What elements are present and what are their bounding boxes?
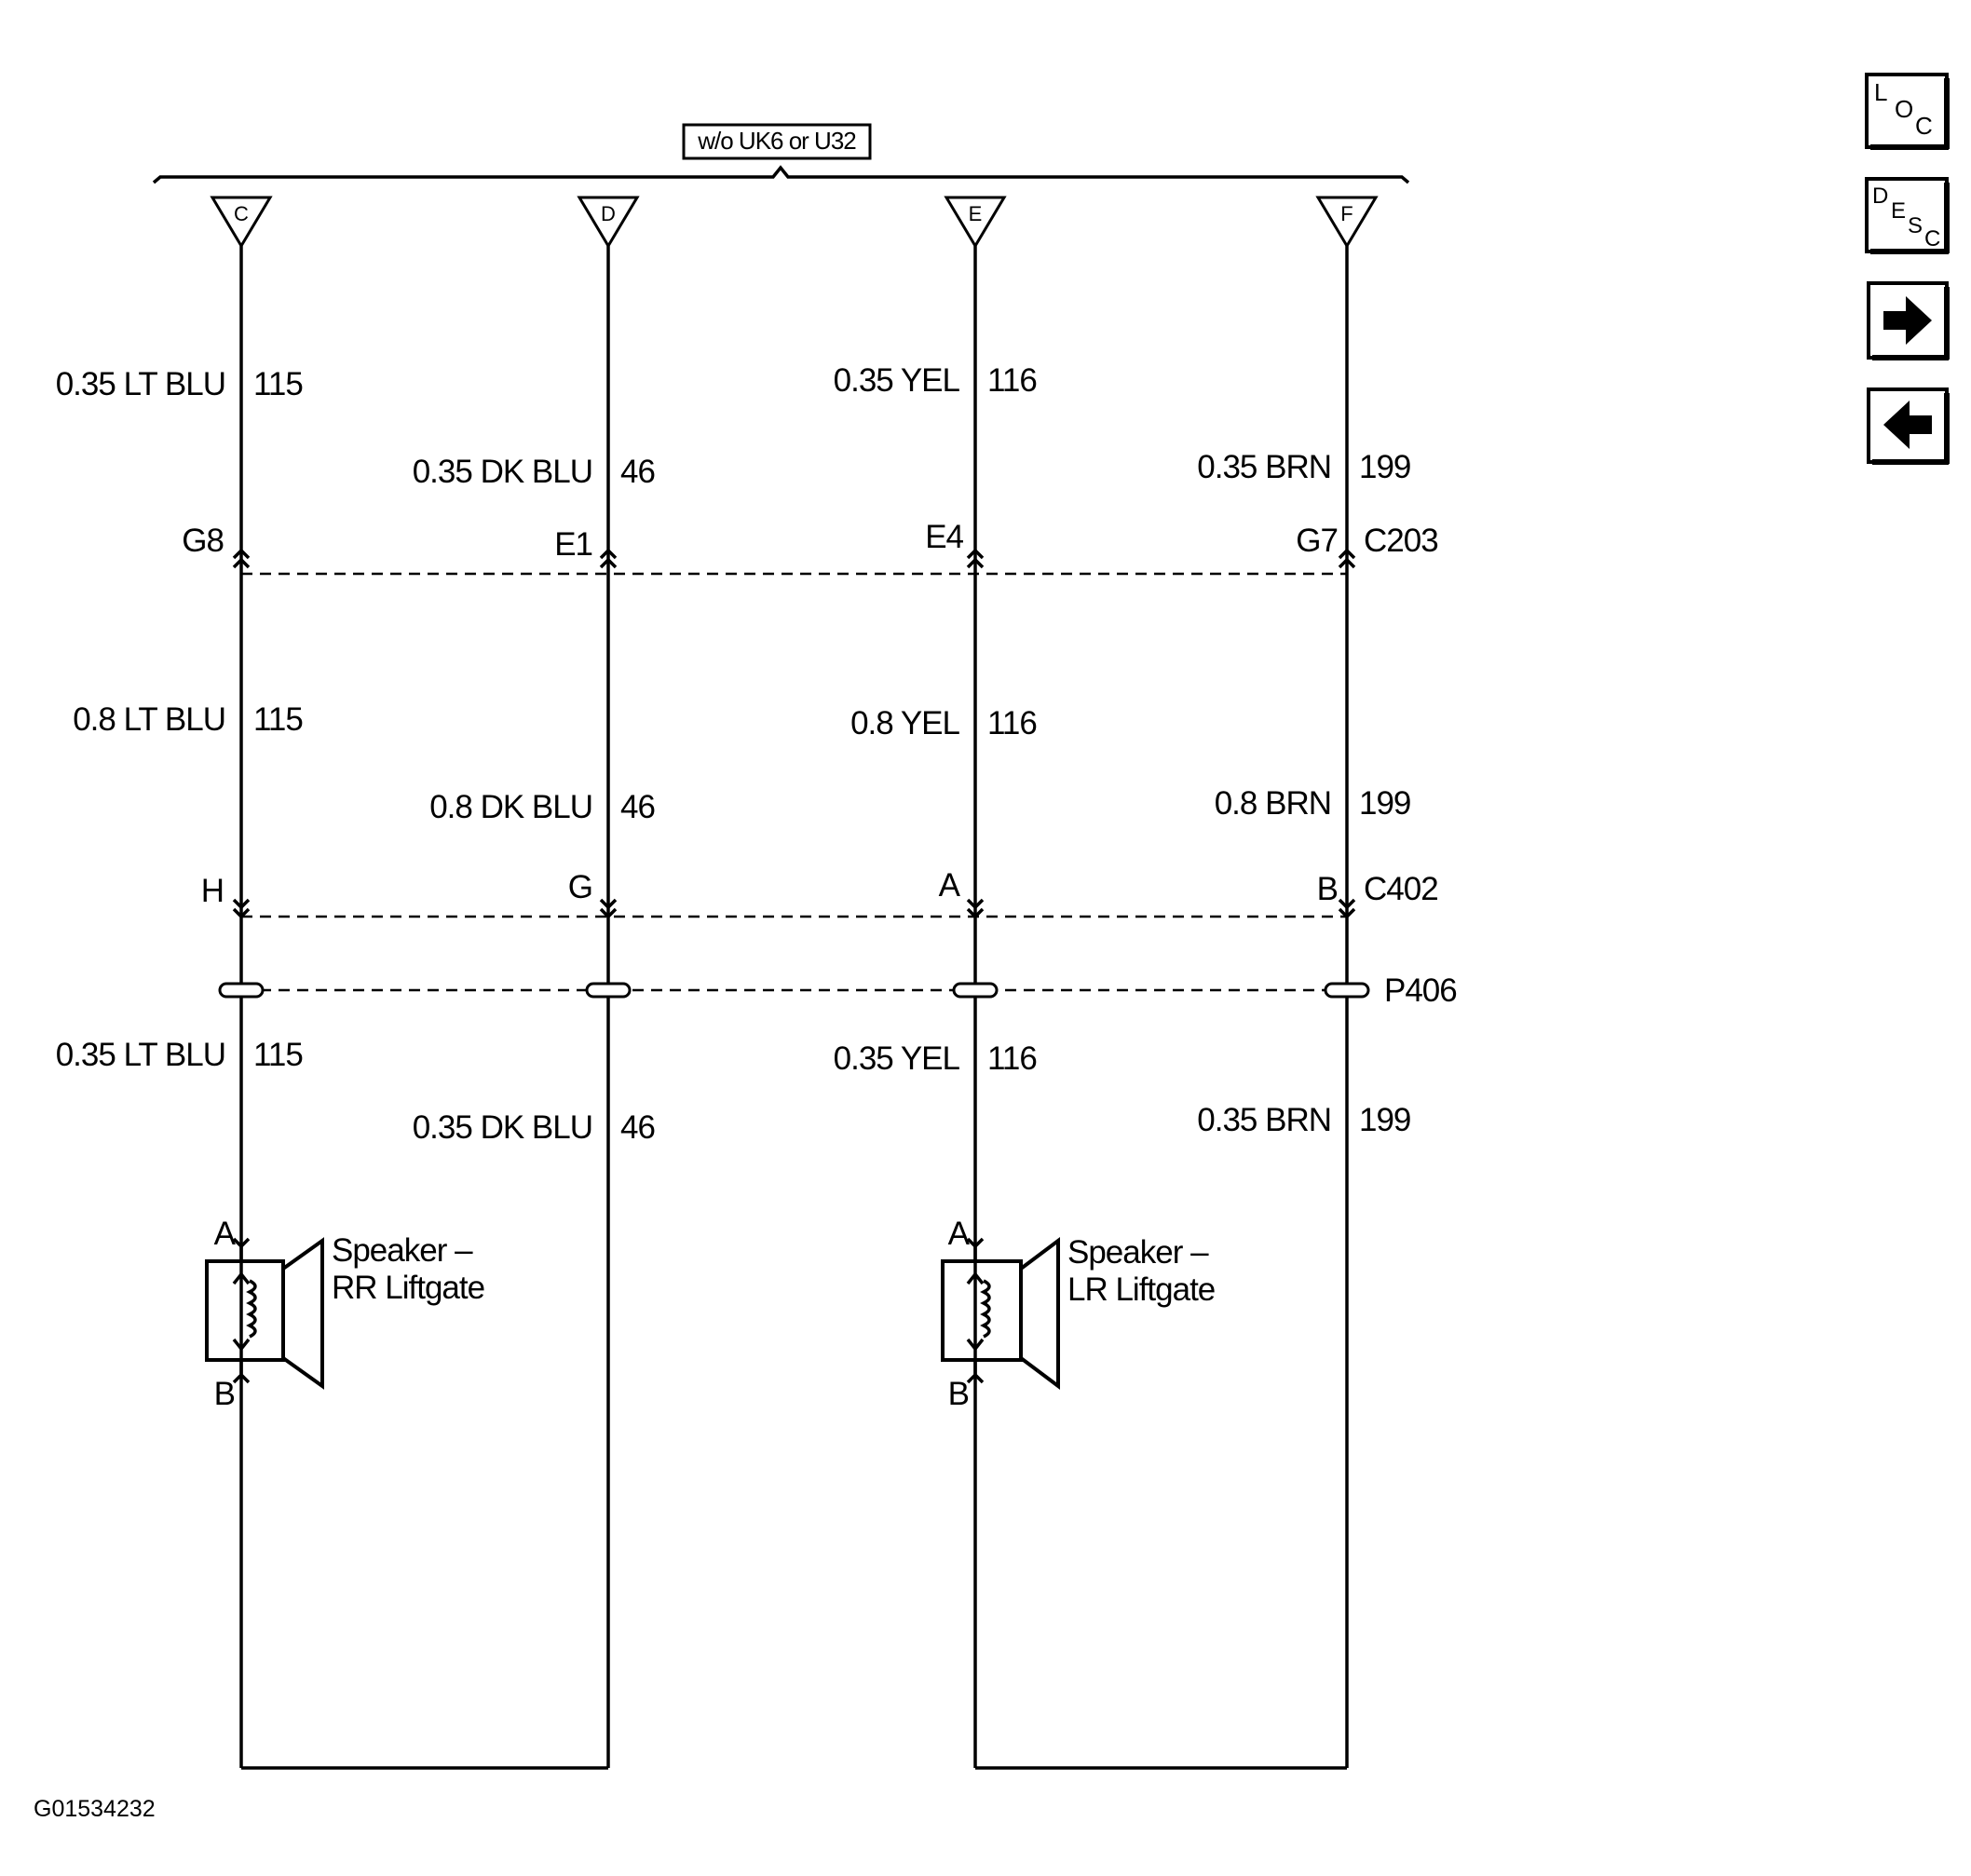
wire-label: 0.35 BRN: [1197, 1102, 1331, 1138]
desc-letter-c: C: [1924, 226, 1940, 251]
wire-label: 0.8 BRN: [1215, 785, 1331, 822]
mid-wire-labels: 0.8 LT BLU 115 0.8 DK BLU 46 0.8 YEL 116…: [73, 701, 1411, 825]
connector-c203: G8 E1 E4 G7 C203: [182, 519, 1439, 576]
speaker-name-line2: RR Liftgate: [332, 1270, 484, 1306]
wire-label: 0.35 YEL: [834, 362, 960, 399]
desc-letter-d: D: [1872, 184, 1888, 209]
connector-id: P406: [1384, 972, 1457, 1009]
column-c-triangle[interactable]: C: [210, 196, 273, 249]
wire-label: 0.35 YEL: [834, 1040, 960, 1077]
connector-p406: P406: [218, 972, 1458, 1009]
speaker-pin-a: A: [948, 1216, 971, 1252]
left-arrow-icon: [1883, 401, 1932, 449]
option-bracket: w/o UK6 or U32: [152, 123, 1410, 184]
pin-label: G7: [1296, 523, 1338, 559]
previous-page-button[interactable]: [1867, 387, 1950, 465]
pin-label: E1: [554, 526, 592, 563]
connector-id: C203: [1364, 523, 1438, 559]
wire-label: 0.8 DK BLU: [429, 789, 592, 825]
wire-label: 0.8 LT BLU: [73, 701, 225, 738]
column-e-label: E: [969, 202, 983, 225]
right-arrow-icon: [1883, 296, 1932, 345]
circuit-number: 46: [620, 454, 655, 490]
circuit-number: 115: [253, 701, 303, 738]
speaker-name-line1: Speaker –: [1067, 1234, 1209, 1271]
circuit-number: 115: [253, 1037, 303, 1073]
loc-letter-o: O: [1895, 95, 1913, 123]
circuit-number: 115: [253, 366, 303, 402]
circuit-number: 116: [987, 1040, 1037, 1077]
circuit-number: 46: [620, 789, 655, 825]
wire-label: 0.35 BRN: [1197, 449, 1331, 485]
speaker-rr-liftgate[interactable]: A B Speaker – RR Liftgate: [205, 1216, 485, 1412]
desc-button[interactable]: D E S C: [1865, 177, 1950, 254]
connector-id: C402: [1364, 871, 1438, 907]
connector-c402: H G A B C402: [201, 867, 1439, 919]
column-d-label: D: [601, 202, 616, 225]
pin-label: G8: [182, 523, 224, 559]
wire-label: 0.8 YEL: [850, 705, 959, 741]
top-wire-labels: 0.35 LT BLU 115 0.35 DK BLU 46 0.35 YEL …: [56, 362, 1412, 490]
speaker-name-line1: Speaker –: [332, 1232, 473, 1269]
wire-label: 0.35 DK BLU: [413, 454, 592, 490]
circuit-number: 116: [987, 705, 1037, 741]
pin-label: H: [201, 873, 224, 909]
figure-id: G01534232: [34, 1796, 156, 1822]
desc-letter-s: S: [1908, 213, 1923, 238]
circuit-number: 199: [1359, 785, 1410, 822]
column-d-triangle[interactable]: D: [577, 196, 640, 249]
wire-label: 0.35 LT BLU: [56, 1037, 225, 1073]
loc-letter-l: L: [1874, 78, 1887, 106]
circuit-number: 116: [987, 362, 1037, 399]
column-c-label: C: [234, 202, 249, 225]
wire-label: 0.35 LT BLU: [56, 366, 225, 402]
circuit-number: 199: [1359, 1102, 1410, 1138]
bottom-wire-labels: 0.35 LT BLU 115 0.35 DK BLU 46 0.35 YEL …: [56, 1037, 1412, 1146]
circuit-number: 46: [620, 1109, 655, 1146]
speaker-lr-liftgate[interactable]: A B Speaker – LR Liftgate: [941, 1216, 1216, 1412]
pin-label: A: [939, 867, 961, 904]
desc-letter-e: E: [1891, 198, 1906, 224]
speaker-pin-a: A: [214, 1216, 237, 1252]
circuit-number: 199: [1359, 449, 1410, 485]
option-note: w/o UK6 or U32: [697, 127, 856, 155]
column-f-triangle[interactable]: F: [1315, 196, 1379, 249]
speaker-pin-b: B: [214, 1376, 235, 1412]
wire-label: 0.35 DK BLU: [413, 1109, 592, 1146]
next-page-button[interactable]: [1867, 281, 1950, 360]
pin-label: E4: [925, 519, 963, 555]
loc-letter-c: C: [1915, 112, 1933, 140]
speaker-name-line2: LR Liftgate: [1067, 1271, 1215, 1308]
pin-label: B: [1317, 871, 1338, 907]
speaker-pin-b: B: [948, 1376, 969, 1412]
column-e-triangle[interactable]: E: [944, 196, 1007, 249]
pin-label: G: [568, 869, 592, 905]
loc-button[interactable]: L O C: [1865, 73, 1950, 150]
column-f-label: F: [1340, 202, 1353, 225]
